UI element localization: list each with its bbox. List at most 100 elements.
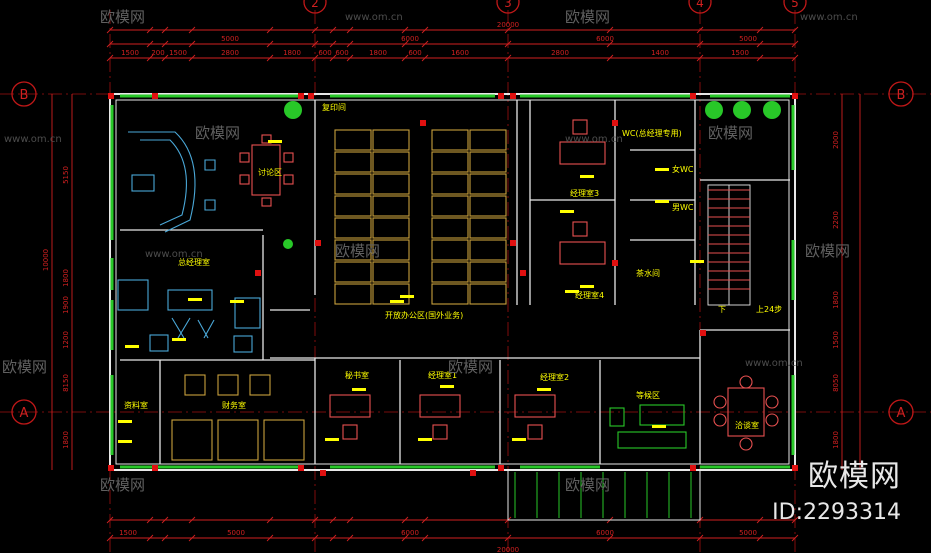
gm-sofa-set [117,279,261,353]
label-stairs-up: 上24步 [756,305,782,314]
side-axis-markers [11,81,914,425]
dim-bottom-1: 5000 [227,529,245,537]
dimension-lines-side [51,94,861,470]
dim-left-total: 10000 [42,249,50,271]
top-axis-markers [303,0,807,14]
dim-right-4: 8050 [832,374,840,392]
dim-top2-12: 1500 [731,49,749,57]
dim-top2-7: 1800 [369,49,387,57]
dim-top-4: 5000 [739,35,757,43]
label-tea-room: 茶水间 [636,268,660,278]
watermark-site-2: www.om.cn [145,249,203,260]
negotiation-table [713,375,779,451]
dim-top2-6: 600 [335,49,348,57]
outer-walls [109,93,796,471]
watermark-brand-7: 欧模网 [2,358,47,376]
axis-label-a-right: A [897,406,906,421]
dim-left-1: 1800 [62,269,70,287]
dim-bottom-0: 1500 [119,529,137,537]
label-wc-female: 女WC [672,164,694,174]
dim-bottom-4: 5000 [739,529,757,537]
dim-left-3: 1200 [62,331,70,349]
dim-left-5: 1800 [62,431,70,449]
label-waiting: 等候区 [636,390,660,400]
label-archive: 资料室 [124,400,148,410]
dim-top-2: 6000 [401,35,419,43]
discussion-table [239,134,294,207]
label-stair-down: 下 [718,305,726,314]
dimension-ticks [106,26,799,542]
watermark-brand-3: 欧模网 [195,124,240,142]
dim-top2-8: 600 [408,49,421,57]
dim-top2-2: 1500 [169,49,187,57]
dim-bottom-2: 6000 [401,529,419,537]
dim-top2-0: 1500 [121,49,139,57]
axis-label-b-right: B [897,88,906,103]
label-manager1: 经理室1 [428,370,457,380]
dim-right-3: 1500 [832,331,840,349]
label-wc-exec: WC(总经理专用) [622,128,682,138]
watermark-site-6: www.om.cn [745,358,803,369]
dim-right-5: 1800 [832,431,840,449]
watermark-site-1: www.om.cn [4,134,62,145]
dim-top-total: 20000 [497,21,519,29]
label-secretary: 秘书室 [345,370,369,380]
axis-label-4: 4 [696,0,704,10]
watermark-brand-1: 欧模网 [100,8,145,26]
red-columns [108,93,798,476]
dim-left-0: 5150 [62,166,70,184]
label-manager3: 经理室3 [570,188,599,198]
label-wc-male: 男WC [672,203,694,212]
windows [110,94,795,469]
label-finance: 财务室 [222,400,246,410]
label-negotiation: 洽谈室 [735,420,759,430]
dim-top-3: 6000 [596,35,614,43]
dim-top2-11: 1400 [651,49,669,57]
axis-label-a-left: A [20,406,29,421]
dim-bottom-3: 6000 [596,529,614,537]
label-open-office: 开放办公区(国外业务) [385,310,463,320]
dim-right-0: 2000 [832,131,840,149]
dim-right-1: 2200 [832,211,840,229]
dimension-lines-top [110,29,795,539]
watermark-brand-9: 欧模网 [100,476,145,494]
watermark-brand-4: 欧模网 [708,124,753,142]
plants [283,101,781,249]
gm-desk-area [128,131,216,233]
staircase [707,184,751,306]
dim-top2-10: 2800 [551,49,569,57]
dim-top2-3: 2800 [221,49,239,57]
watermark-brand-5: 欧模网 [335,242,380,260]
label-gm-office: 总经理室 [178,257,210,267]
brand-watermark: 欧模网 [808,459,901,494]
label-copy-room: 复印间 [322,102,346,112]
dim-top2-1: 200 [151,49,164,57]
dim-bottom-total: 20000 [497,546,519,553]
dim-top-1: 5000 [221,35,239,43]
axis-label-b-left: B [20,88,29,103]
label-manager2: 经理室2 [540,372,569,382]
curtain-wall [507,469,701,521]
watermark-site-4: www.om.cn [800,12,858,23]
dim-top2-4: 1800 [283,49,301,57]
label-meeting-area: 讨论区 [258,167,282,177]
dim-right-2: 1800 [832,291,840,309]
interior-walls [120,100,790,464]
open-office-desks [334,129,507,305]
dim-top2-5: 600 [318,49,331,57]
watermark-brand-10: 欧模网 [565,476,610,494]
manager-rooms-furniture [329,119,606,440]
yellow-markers [118,140,704,443]
finance-desks [171,374,305,461]
watermark-brand-2: 欧模网 [565,8,610,26]
axis-label-5: 5 [791,0,799,10]
axis-label-3: 3 [504,0,512,10]
dim-top2-9: 1600 [451,49,469,57]
watermark-site-3: www.om.cn [345,12,403,23]
watermark-brand-8: 欧模网 [448,358,493,376]
watermark-brand-6: 欧模网 [805,242,850,260]
waiting-sofa [609,404,687,449]
watermark-site-5: www.om.cn [565,134,623,145]
dim-left-2: 1900 [62,296,70,314]
